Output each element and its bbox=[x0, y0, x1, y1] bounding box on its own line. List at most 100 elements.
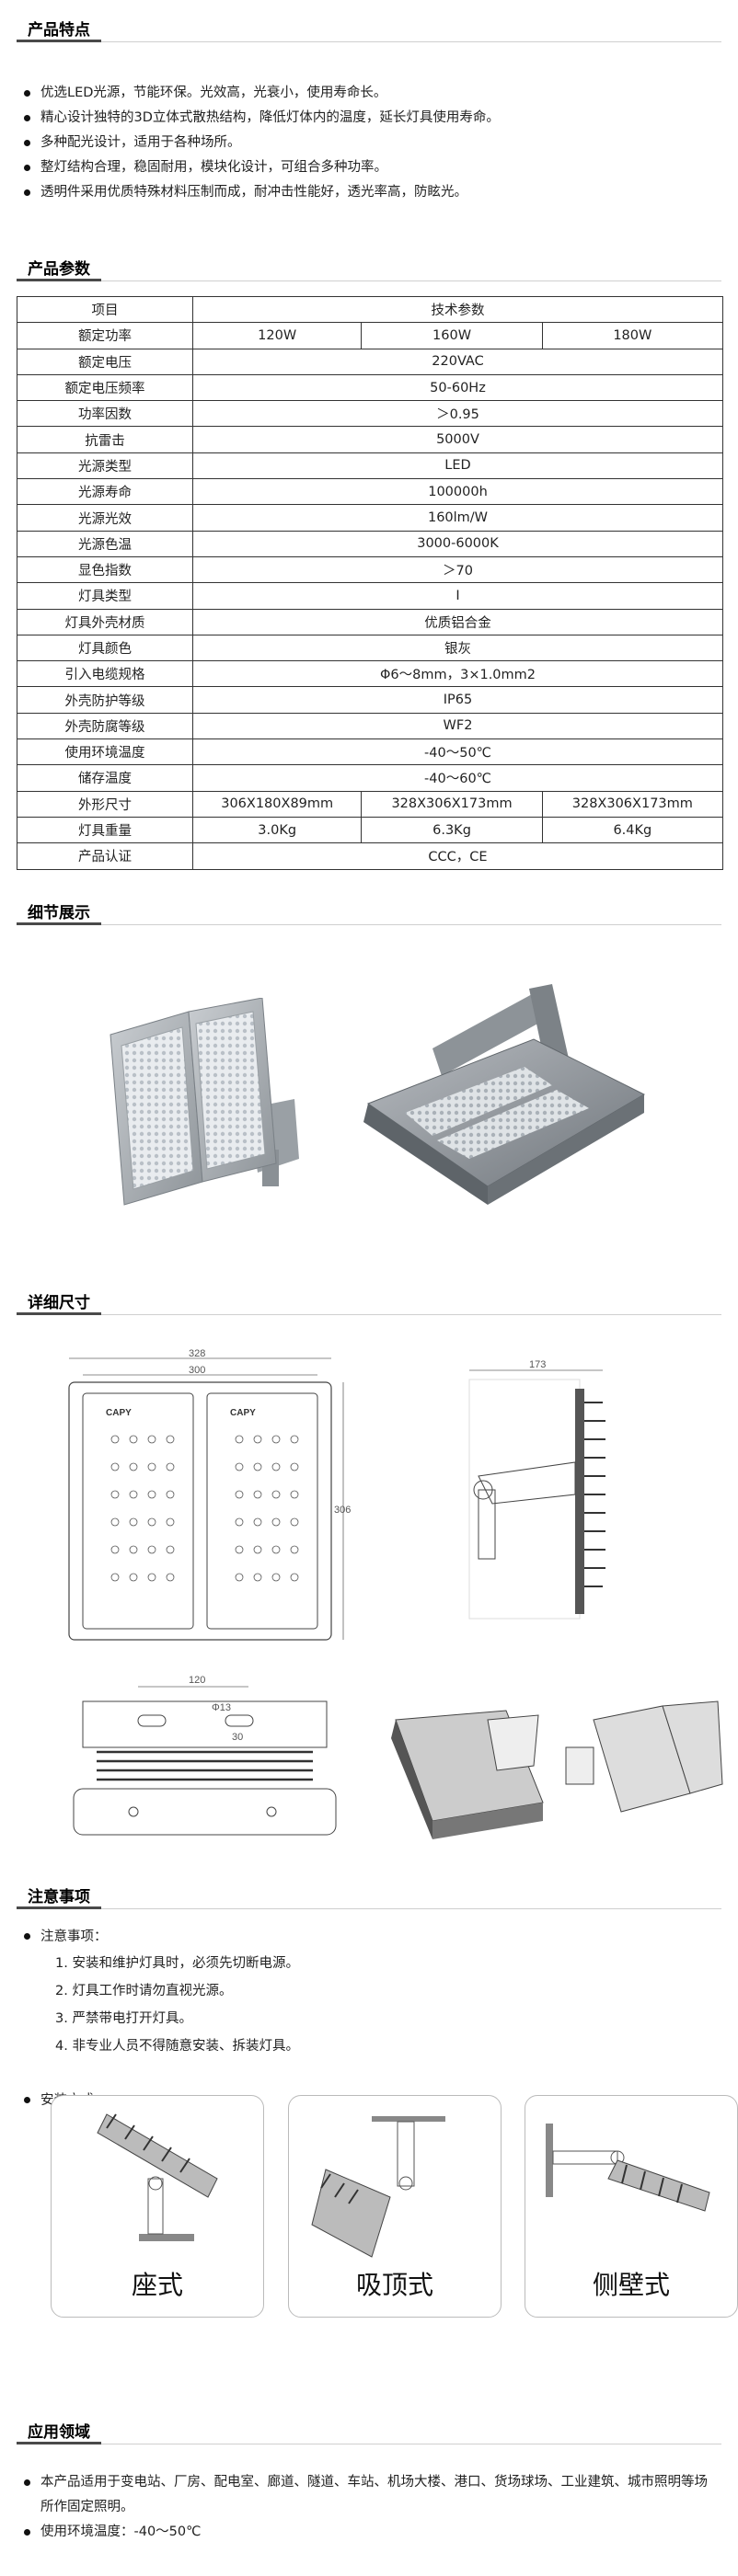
row-key: 显色指数 bbox=[17, 555, 193, 584]
row-key: 额定电压 bbox=[17, 348, 193, 375]
dim-height: 306 bbox=[334, 1505, 351, 1516]
row-value: I bbox=[192, 582, 723, 610]
feature-item: 整灯结构合理，稳固耐用，模块化设计，可组合多种功率。 bbox=[17, 155, 721, 180]
mount-label: 吸顶式 bbox=[355, 2270, 433, 2300]
row-key: 灯具类型 bbox=[17, 582, 193, 610]
weight-value: 6.4Kg bbox=[541, 816, 724, 844]
drawing-front-view: 328 300 CAPY CAPY 306 bbox=[68, 1348, 351, 1641]
feature-item: 透明件采用优质特殊材料压制而成，耐冲击性能好，透光率高，防眩光。 bbox=[17, 180, 721, 205]
row-value: 160lm/W bbox=[192, 504, 723, 532]
section-title: 注意事项 bbox=[28, 1888, 90, 1906]
table-row: 功率因数＞0.95 bbox=[17, 400, 723, 428]
divider bbox=[17, 40, 721, 42]
section-header: 产品特点 bbox=[17, 6, 721, 42]
row-key: 产品认证 bbox=[17, 842, 193, 870]
row-value: 100000h bbox=[192, 478, 723, 506]
row-value: IP65 bbox=[192, 686, 723, 714]
row-key: 外壳防护等级 bbox=[17, 686, 193, 714]
row-value: 5000V bbox=[192, 426, 723, 453]
weight-value: 3.0Kg bbox=[191, 816, 363, 844]
row-value: ＞0.95 bbox=[192, 400, 723, 428]
weight-value: 6.3Kg bbox=[361, 816, 543, 844]
row-value: 3000-6000K bbox=[192, 530, 723, 557]
section-header: 细节展示 bbox=[17, 888, 721, 925]
divider bbox=[17, 922, 721, 925]
row-key: 使用环境温度 bbox=[17, 738, 193, 766]
power-180: 180W bbox=[541, 322, 724, 349]
section-title: 详细尺寸 bbox=[28, 1294, 90, 1312]
dim-hole: Φ13 bbox=[212, 1702, 231, 1713]
params-section: 产品参数 bbox=[17, 245, 721, 281]
row-value: Φ6～8mm，3×1.0mm2 bbox=[192, 660, 723, 688]
row-key: 光源寿命 bbox=[17, 478, 193, 506]
divider bbox=[17, 1312, 721, 1315]
drawing-isometric-views bbox=[391, 1700, 723, 1839]
row-key: 外壳防腐等级 bbox=[17, 712, 193, 740]
row-key: 功率因数 bbox=[17, 400, 193, 428]
mount-card-floor: 座式 bbox=[51, 2095, 264, 2318]
section-title: 应用领域 bbox=[28, 2423, 90, 2442]
row-key: 灯具颜色 bbox=[17, 634, 193, 662]
note-item: 3. 严禁带电打开灯具。 bbox=[55, 2011, 192, 2026]
row-key: 引入电缆规格 bbox=[17, 660, 193, 688]
row-value: CCC，CE bbox=[192, 842, 723, 870]
row-key: 外形尺寸 bbox=[17, 790, 193, 818]
wall-mount-icon bbox=[546, 2124, 710, 2212]
section-title: 细节展示 bbox=[28, 904, 90, 922]
section-header: 注意事项 bbox=[17, 1872, 721, 1909]
section-title: 产品特点 bbox=[28, 21, 90, 40]
row-value: LED bbox=[192, 452, 723, 480]
table-row: 额定功率 120W 160W 180W bbox=[17, 322, 724, 349]
ceiling-mount-icon bbox=[311, 2116, 445, 2258]
notes-items: 1. 安装和维护灯具时，必须先切断电源。 2. 灯具工作时请勿直视光源。 3. 严禁… bbox=[17, 1950, 721, 2060]
section-header: 应用领域 bbox=[17, 2408, 721, 2444]
row-key: 抗雷击 bbox=[17, 426, 193, 453]
table-header-value: 技术参数 bbox=[192, 295, 723, 324]
mount-label: 侧壁式 bbox=[592, 2270, 670, 2300]
mount-card-ceiling: 吸顶式 bbox=[288, 2095, 502, 2318]
dim-width-inner: 300 bbox=[189, 1365, 205, 1376]
dim-depth: 173 bbox=[529, 1359, 546, 1370]
row-key: 灯具重量 bbox=[17, 816, 193, 844]
row-value: -40～50℃ bbox=[192, 738, 723, 766]
dim-bracket-width: 120 bbox=[189, 1675, 205, 1686]
notes-heading: 注意事项： bbox=[17, 1924, 721, 1950]
features-section: 产品特点 bbox=[17, 6, 721, 42]
note-item: 1. 安装和维护灯具时，必须先切断电源。 bbox=[55, 1956, 299, 1971]
feature-item: 精心设计独特的3D立体式散热结构，降低灯体内的温度，延长灯具使用寿命。 bbox=[17, 106, 721, 131]
row-key: 额定功率 bbox=[17, 322, 193, 349]
notes-section: 注意事项 bbox=[17, 1872, 721, 1909]
applications-list: 本产品适用于变电站、厂房、配电室、廊道、隧道、车站、机场大楼、港口、货场球场、工… bbox=[17, 2470, 716, 2545]
table-row: 灯具颜色银灰 bbox=[17, 634, 723, 662]
drawing-bottom-view: 120 Φ13 30 bbox=[73, 1675, 337, 1836]
brand-text: CAPY bbox=[106, 1408, 132, 1418]
row-value: 优质铝合金 bbox=[192, 608, 723, 635]
applications-section: 应用领域 bbox=[17, 2408, 721, 2444]
row-value: ＞70 bbox=[192, 555, 723, 584]
table-row: 使用环境温度-40～50℃ bbox=[17, 738, 723, 766]
table-row: 灯具外壳材质优质铝合金 bbox=[17, 608, 723, 635]
power-160: 160W bbox=[361, 322, 543, 349]
product-photo-front bbox=[110, 998, 299, 1206]
section-title: 产品参数 bbox=[28, 260, 90, 279]
brand-text: CAPY bbox=[230, 1408, 256, 1418]
row-key: 光源光效 bbox=[17, 504, 193, 532]
size-value: 328X306X173mm bbox=[361, 790, 543, 818]
size-value: 306X180X89mm bbox=[191, 790, 363, 818]
note-item: 2. 灯具工作时请勿直视光源。 bbox=[55, 1984, 233, 1998]
floor-mount-icon bbox=[97, 2113, 218, 2241]
table-header-row: 项目 技术参数 bbox=[17, 295, 723, 324]
mount-label: 座式 bbox=[131, 2270, 183, 2300]
note-item: 4. 非专业人员不得随意安装、拆装灯具。 bbox=[55, 2039, 299, 2054]
